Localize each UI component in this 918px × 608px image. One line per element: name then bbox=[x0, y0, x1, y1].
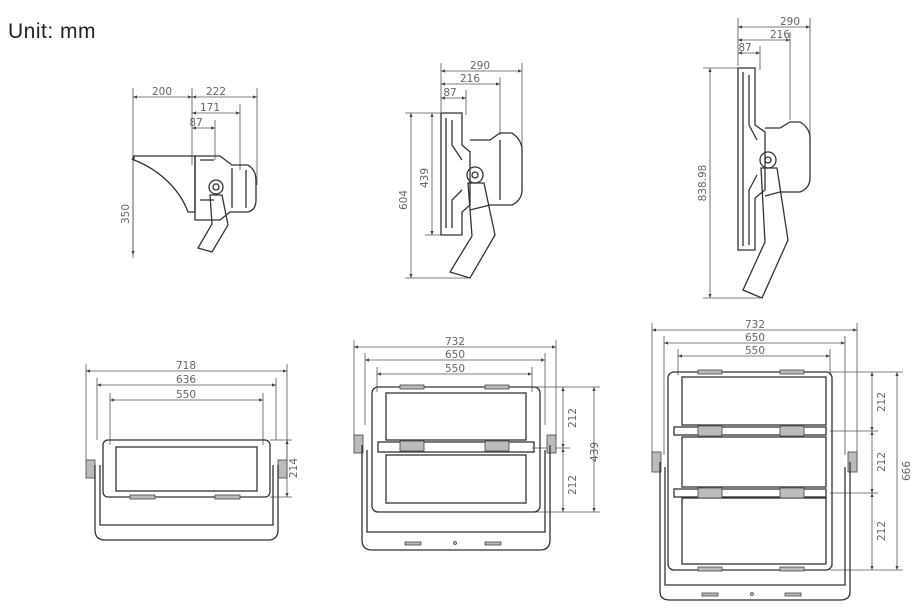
dim-650: 650 bbox=[445, 349, 465, 361]
front-view-large: 732 650 550 212 212 212 666 bbox=[651, 319, 913, 601]
dim-216: 216 bbox=[460, 73, 480, 85]
side-view-small: 200 222 171 87 350 bbox=[120, 86, 258, 258]
dim-838-98: 838.98 bbox=[697, 165, 709, 202]
dim-666: 666 bbox=[901, 461, 913, 481]
dim-650: 650 bbox=[745, 332, 765, 344]
dim-550: 550 bbox=[176, 389, 196, 401]
dim-212-top: 212 bbox=[876, 392, 888, 412]
dim-290: 290 bbox=[780, 16, 800, 28]
front-view-small: 718 636 550 214 bbox=[85, 360, 300, 541]
dim-200: 200 bbox=[152, 86, 172, 98]
dim-290: 290 bbox=[470, 60, 490, 72]
dim-222: 222 bbox=[206, 86, 226, 98]
dim-212-bottom: 212 bbox=[567, 475, 579, 495]
dim-212-bottom: 212 bbox=[876, 521, 888, 541]
dim-604: 604 bbox=[398, 190, 410, 210]
side-view-large: 290 216 87 838.98 bbox=[697, 16, 811, 299]
side-view-medium: 290 216 87 604 439 bbox=[398, 60, 523, 279]
dim-212-middle: 212 bbox=[876, 452, 888, 472]
dim-214: 214 bbox=[288, 458, 300, 478]
dim-636: 636 bbox=[176, 374, 196, 386]
dim-550: 550 bbox=[745, 345, 765, 357]
dim-718: 718 bbox=[176, 360, 196, 372]
dim-87: 87 bbox=[189, 117, 202, 129]
dim-212-top: 212 bbox=[567, 408, 579, 428]
dim-216: 216 bbox=[770, 29, 790, 41]
unit-label: Unit: mm bbox=[8, 20, 96, 43]
dim-350: 350 bbox=[120, 204, 132, 224]
front-view-medium: 732 650 550 212 212 439 bbox=[353, 336, 601, 551]
dim-732: 732 bbox=[445, 336, 465, 348]
dim-439: 439 bbox=[419, 168, 431, 188]
dim-87: 87 bbox=[443, 87, 456, 99]
dim-439: 439 bbox=[589, 442, 601, 462]
dim-550: 550 bbox=[445, 363, 465, 375]
dim-732: 732 bbox=[745, 319, 765, 331]
dim-87: 87 bbox=[738, 42, 751, 54]
dim-171: 171 bbox=[200, 102, 220, 114]
